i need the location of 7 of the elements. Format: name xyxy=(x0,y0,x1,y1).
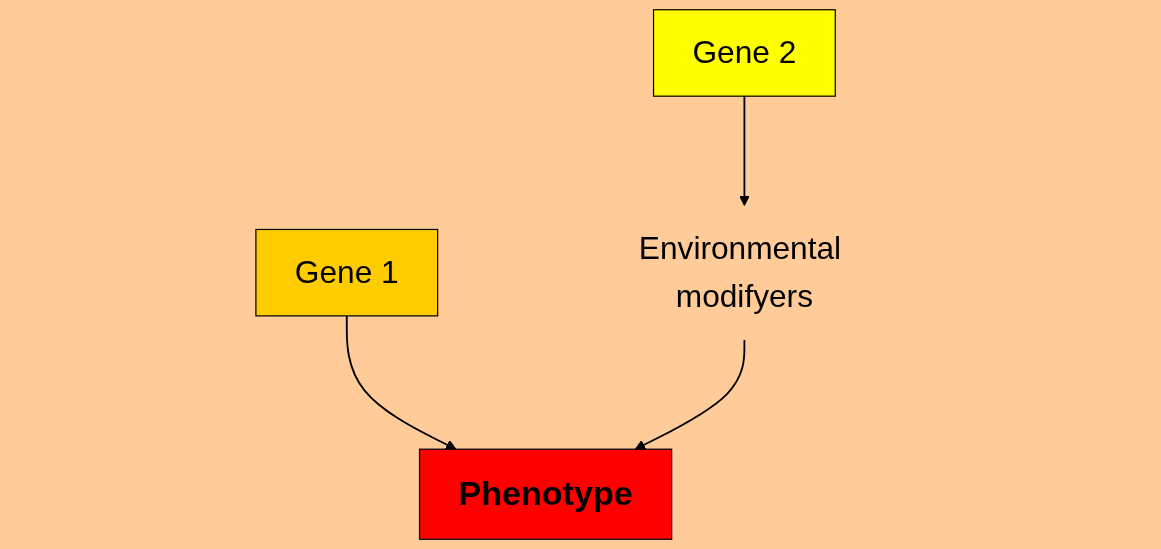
node-box: Phenotype xyxy=(418,448,673,540)
node-text: Environmental modifyers xyxy=(638,230,842,315)
arrow xyxy=(345,314,457,450)
node-box: Gene 2 xyxy=(652,9,836,97)
arrow xyxy=(739,95,750,207)
arrow xyxy=(634,338,746,450)
node-box: Gene 1 xyxy=(255,228,439,317)
